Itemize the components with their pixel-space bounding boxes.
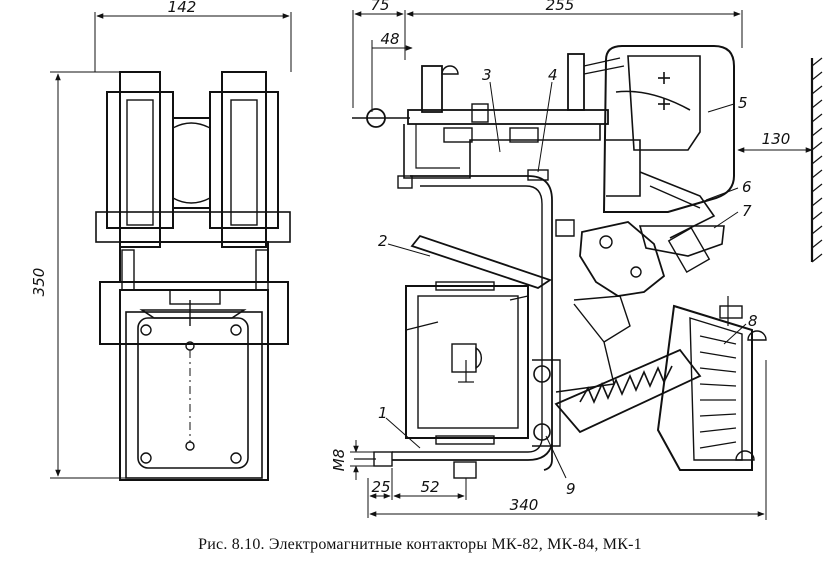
front-view xyxy=(50,12,292,481)
side-view xyxy=(350,10,823,520)
callout-5: 5 xyxy=(738,94,748,112)
contactor-drawing: 142 350 75 255 48 130 M8 25 52 340 1 2 3… xyxy=(30,0,823,520)
dim-25: 25 xyxy=(371,478,390,496)
callout-2: 2 xyxy=(378,232,388,250)
dim-75: 75 xyxy=(370,0,389,14)
callout-4: 4 xyxy=(548,66,558,84)
dim-thread-m8: M8 xyxy=(330,449,348,472)
dim-48: 48 xyxy=(380,30,399,48)
callout-6: 6 xyxy=(742,178,752,196)
dim-height-350: 350 xyxy=(30,268,48,297)
callout-9: 9 xyxy=(566,480,576,498)
dim-340: 340 xyxy=(510,496,539,514)
dim-130: 130 xyxy=(762,130,791,148)
callout-8: 8 xyxy=(748,312,758,330)
dim-width-142: 142 xyxy=(168,0,197,16)
callout-1: 1 xyxy=(378,404,388,422)
callout-3: 3 xyxy=(482,66,492,84)
figure-caption: Рис. 8.10. Электромагнитные контакторы М… xyxy=(198,536,642,553)
dim-52: 52 xyxy=(420,478,439,496)
dim-255: 255 xyxy=(546,0,575,14)
callout-7: 7 xyxy=(742,202,752,220)
